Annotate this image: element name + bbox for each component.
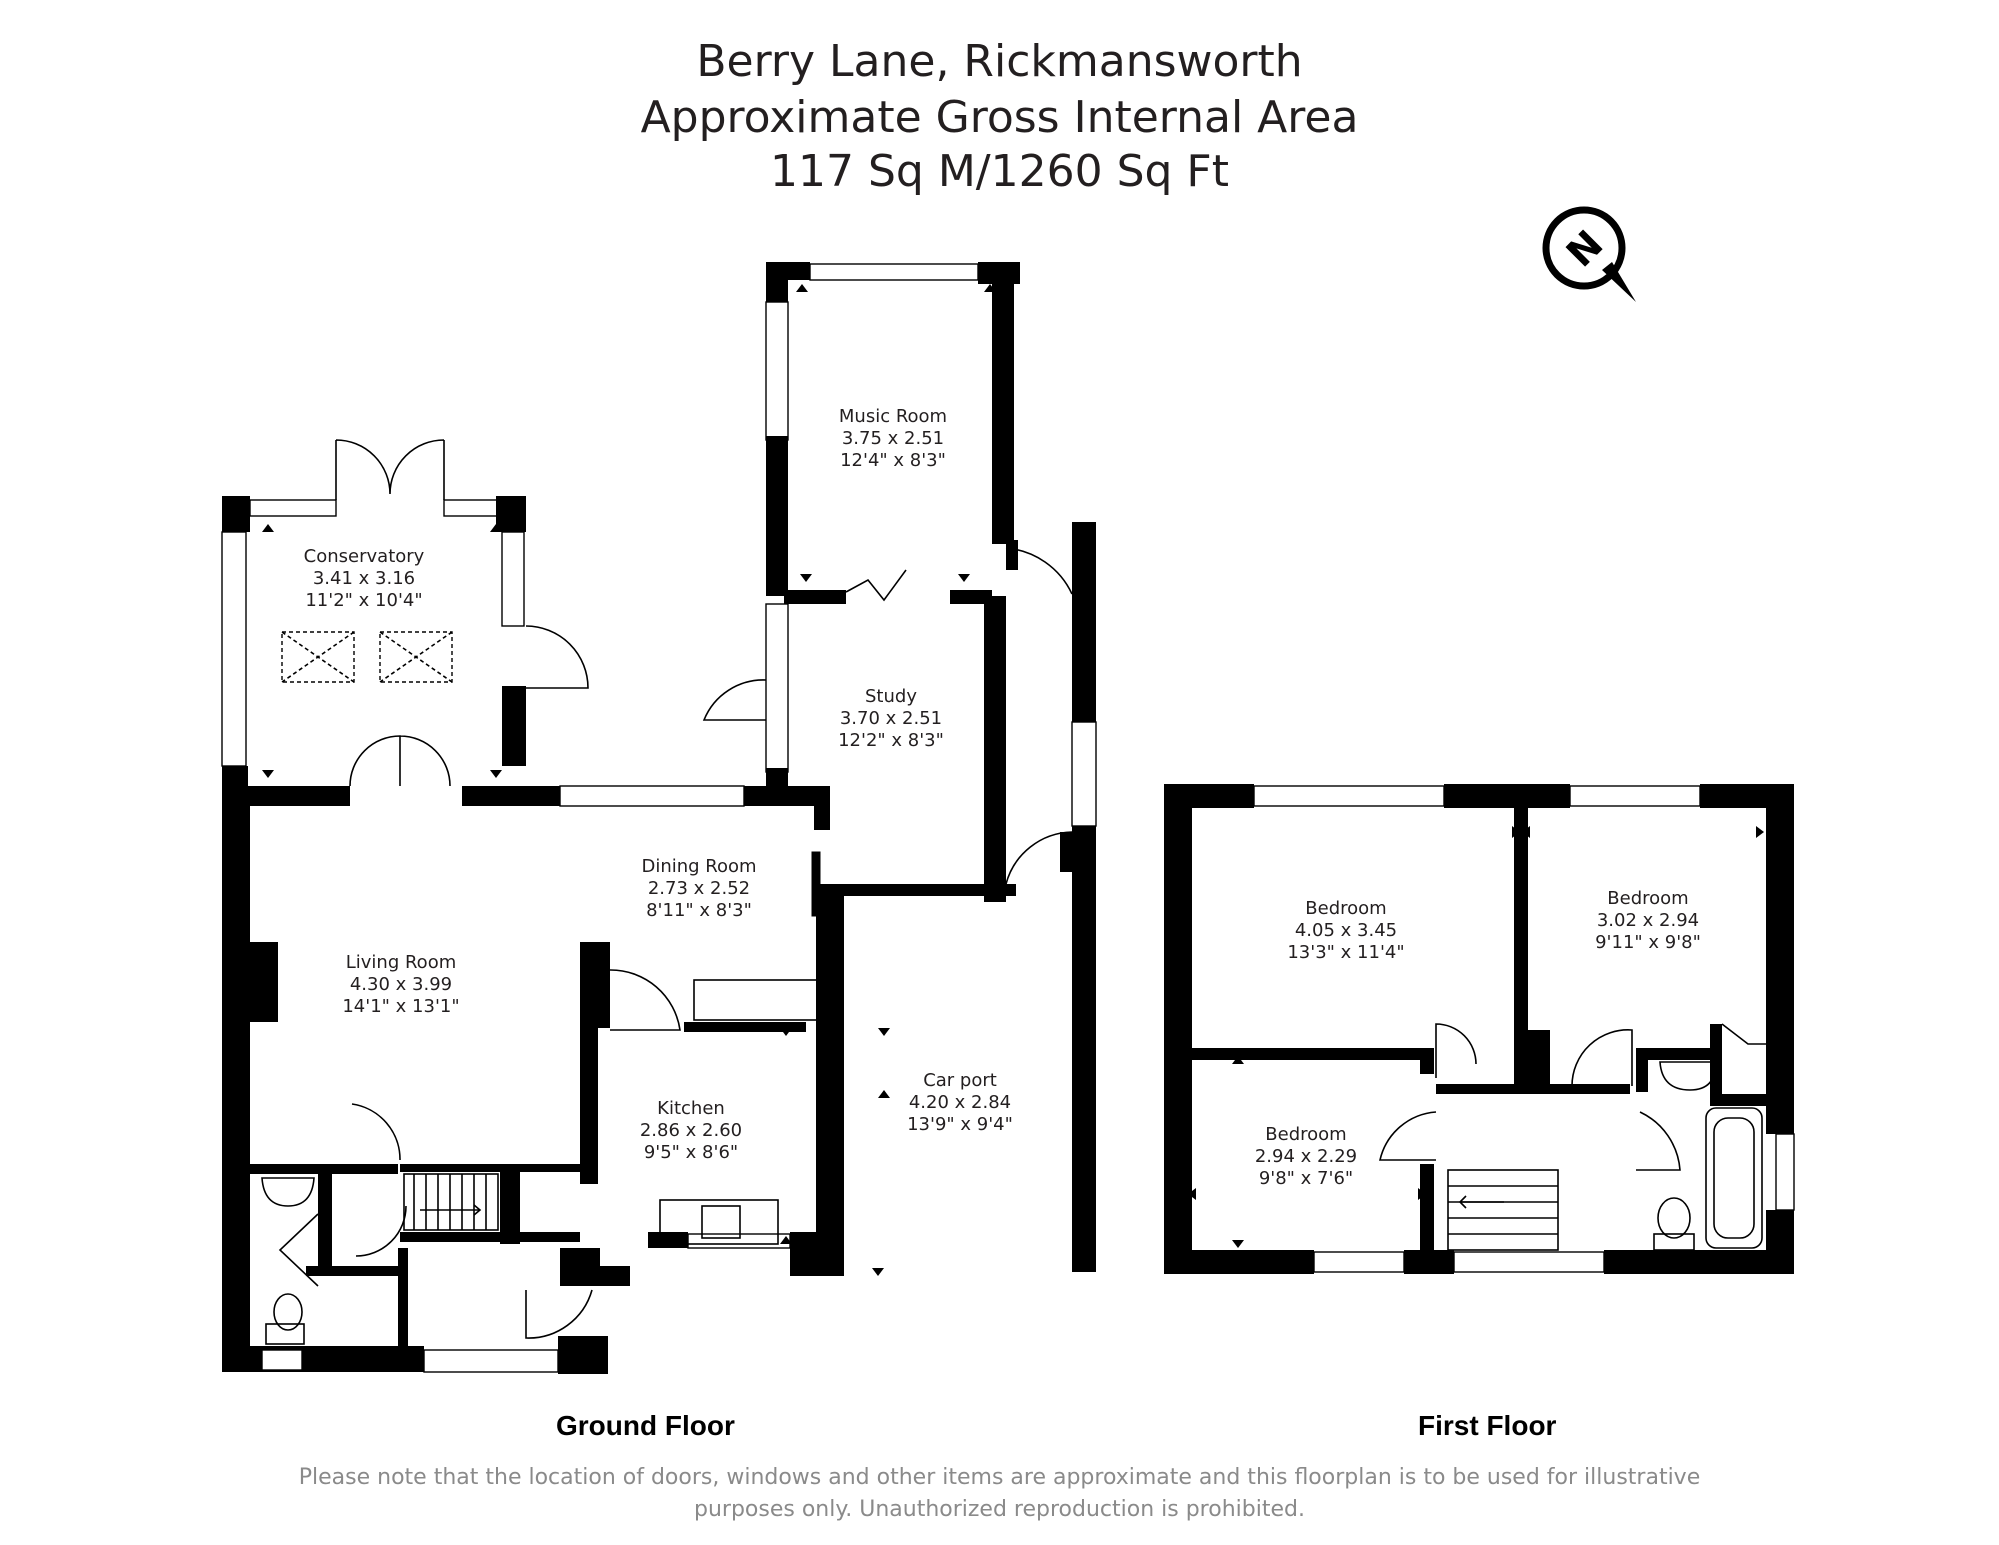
wc-icon	[261, 1177, 315, 1345]
first-floor-label: First Floor	[1418, 1410, 1557, 1441]
room-label-bedroom-3: Bedroom 2.94 x 2.29 9'8" x 7'6"	[1255, 1124, 1357, 1189]
svg-text:3.41 x 3.16: 3.41 x 3.16	[313, 568, 415, 589]
room-label-music-room: Music Room 3.75 x 2.51 12'4" x 8'3"	[839, 406, 947, 471]
svg-text:3.70 x 2.51: 3.70 x 2.51	[840, 708, 942, 729]
plan-title: Berry Lane, Rickmansworth	[696, 36, 1303, 87]
svg-text:Bedroom: Bedroom	[1265, 1124, 1346, 1145]
svg-text:9'5" x 8'6": 9'5" x 8'6"	[644, 1142, 738, 1163]
svg-text:13'9" x 9'4": 13'9" x 9'4"	[907, 1114, 1013, 1135]
svg-text:13'3" x 11'4": 13'3" x 11'4"	[1287, 942, 1404, 963]
compass-letter: N	[1558, 222, 1612, 276]
staircase	[403, 1173, 499, 1231]
svg-text:2.86 x 2.60: 2.86 x 2.60	[640, 1120, 742, 1141]
svg-text:2.94 x 2.29: 2.94 x 2.29	[1255, 1146, 1357, 1167]
ground-floor-plan	[221, 262, 1097, 1374]
svg-text:14'1" x 13'1": 14'1" x 13'1"	[342, 996, 459, 1017]
plan-subtitle: Approximate Gross Internal Area	[640, 92, 1359, 143]
svg-text:Dining Room: Dining Room	[641, 856, 756, 877]
room-label-conservatory: Conservatory 3.41 x 3.16 11'2" x 10'4"	[304, 546, 425, 611]
room-labels: Music Room 3.75 x 2.51 12'4" x 8'3" Cons…	[304, 406, 1701, 1189]
svg-text:Bedroom: Bedroom	[1607, 888, 1688, 909]
svg-text:9'11" x 9'8": 9'11" x 9'8"	[1595, 932, 1701, 953]
room-label-bedroom-2: Bedroom 3.02 x 2.94 9'11" x 9'8"	[1595, 888, 1701, 953]
room-label-kitchen: Kitchen 2.86 x 2.60 9'5" x 8'6"	[640, 1098, 742, 1163]
first-floor-plan	[1164, 784, 1795, 1274]
svg-text:Study: Study	[865, 686, 917, 707]
plan-area: 117 Sq M/1260 Sq Ft	[770, 146, 1229, 197]
svg-text:4.20 x 2.84: 4.20 x 2.84	[909, 1092, 1011, 1113]
room-label-car-port: Car port 4.20 x 2.84 13'9" x 9'4"	[907, 1070, 1013, 1135]
room-label-dining-room: Dining Room 2.73 x 2.52 8'11" x 8'3"	[641, 856, 756, 921]
svg-text:2.73 x 2.52: 2.73 x 2.52	[648, 878, 750, 899]
svg-text:Conservatory: Conservatory	[304, 546, 425, 567]
disclaimer-line-1: Please note that the location of doors, …	[298, 1465, 1701, 1490]
north-arrow-icon: N	[1542, 206, 1636, 302]
svg-text:3.02 x 2.94: 3.02 x 2.94	[1597, 910, 1699, 931]
svg-text:Car port: Car port	[923, 1070, 997, 1091]
room-label-study: Study 3.70 x 2.51 12'2" x 8'3"	[838, 686, 944, 751]
svg-text:3.75 x 2.51: 3.75 x 2.51	[842, 428, 944, 449]
ground-floor-label: Ground Floor	[556, 1410, 735, 1441]
disclaimer-line-2: purposes only. Unauthorized reproduction…	[694, 1497, 1305, 1522]
svg-text:12'2" x 8'3": 12'2" x 8'3"	[838, 730, 944, 751]
svg-text:8'11" x 8'3": 8'11" x 8'3"	[646, 900, 752, 921]
svg-text:4.05 x 3.45: 4.05 x 3.45	[1295, 920, 1397, 941]
skylight-icon	[281, 631, 453, 683]
svg-text:9'8" x 7'6": 9'8" x 7'6"	[1259, 1168, 1353, 1189]
svg-text:Kitchen: Kitchen	[657, 1098, 725, 1119]
svg-text:Bedroom: Bedroom	[1305, 898, 1386, 919]
svg-text:4.30 x 3.99: 4.30 x 3.99	[350, 974, 452, 995]
svg-text:Living Room: Living Room	[346, 952, 457, 973]
svg-text:12'4" x 8'3": 12'4" x 8'3"	[840, 450, 946, 471]
room-label-living-room: Living Room 4.30 x 3.99 14'1" x 13'1"	[342, 952, 459, 1017]
svg-text:Music Room: Music Room	[839, 406, 947, 427]
room-label-bedroom-1: Bedroom 4.05 x 3.45 13'3" x 11'4"	[1287, 898, 1404, 963]
svg-text:11'2" x 10'4": 11'2" x 10'4"	[305, 590, 422, 611]
